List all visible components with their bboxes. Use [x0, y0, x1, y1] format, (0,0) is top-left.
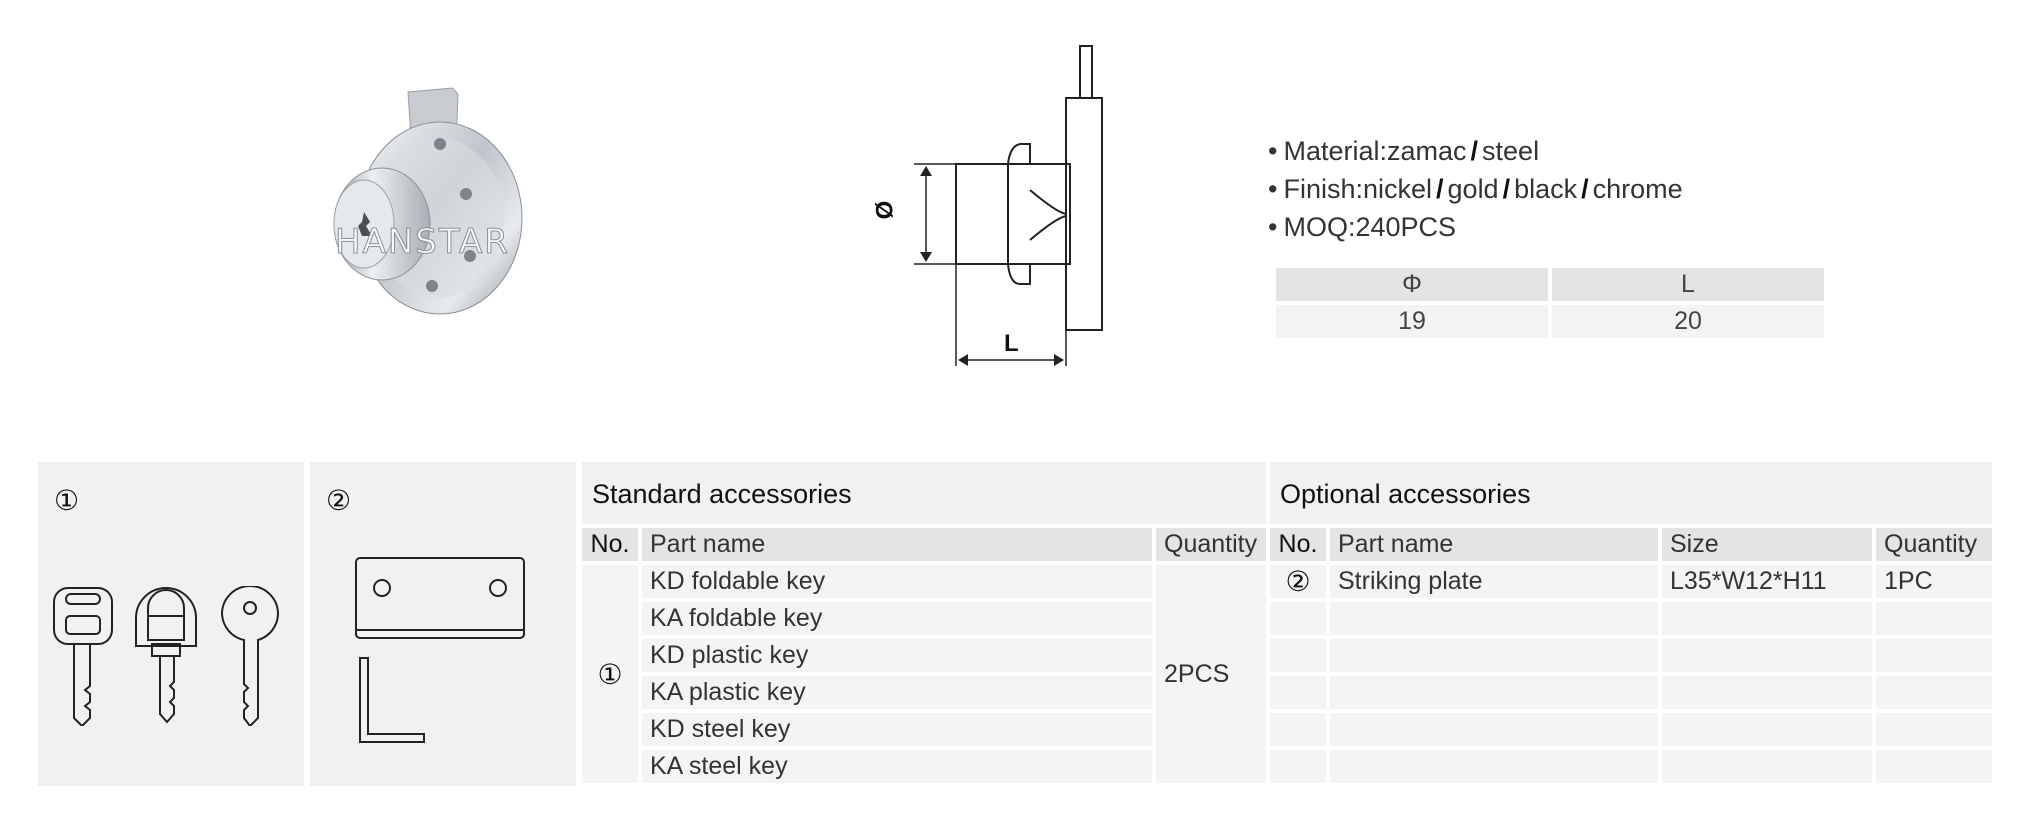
column-header-size: Size — [1662, 528, 1872, 561]
empty-cell — [1662, 750, 1872, 783]
watermark-text: HANSTAR — [335, 222, 510, 263]
keys-illustration-icon — [53, 586, 280, 726]
part-name-cell: Striking plate — [1330, 565, 1658, 598]
column-header-part-name: Part name — [642, 528, 1152, 561]
column-header-quantity: Quantity — [1876, 528, 1992, 561]
empty-cell — [1876, 602, 1992, 635]
striking-plate-icon — [355, 557, 525, 743]
column-header-part-name: Part name — [1330, 528, 1658, 561]
standard-accessories-title: Standard accessories — [582, 462, 1266, 524]
part-name-cell: KD steel key — [642, 713, 1152, 746]
column-header-no: No. — [1270, 528, 1326, 561]
length-label: L — [1004, 330, 1019, 357]
technical-drawing — [914, 45, 1103, 366]
group-quantity: 2PCS — [1156, 565, 1266, 783]
standard-accessories-table: No. Part name Quantity ① KD foldable key… — [582, 528, 1266, 783]
part-name-cell: KA plastic key — [642, 676, 1152, 709]
empty-cell — [1662, 602, 1872, 635]
empty-cell — [1330, 602, 1658, 635]
empty-cell — [1662, 639, 1872, 672]
spec-list: •Material:zamac/steel •Finish:nickel/gol… — [1268, 132, 1683, 246]
optional-accessories-table: No. Part name Size Quantity ② Striking p… — [1270, 528, 1992, 783]
column-header-quantity: Quantity — [1156, 528, 1266, 561]
standard-accessories: Standard accessories No. Part name Quant… — [582, 462, 1266, 786]
empty-cell — [1330, 750, 1658, 783]
empty-cell — [1330, 713, 1658, 746]
empty-cell — [1270, 676, 1326, 709]
spec-finish: •Finish:nickel/gold/black/chrome — [1268, 174, 1683, 204]
row-number: ② — [1270, 565, 1326, 598]
empty-cell — [1270, 750, 1326, 783]
empty-cell — [1330, 676, 1658, 709]
size-cell: L35*W12*H11 — [1662, 565, 1872, 598]
empty-cell — [1876, 676, 1992, 709]
empty-cell — [1270, 602, 1326, 635]
dim-value-phi: 19 — [1276, 305, 1548, 338]
dim-header-l: L — [1552, 268, 1824, 301]
part-name-cell: KD foldable key — [642, 565, 1152, 598]
optional-accessories: Optional accessories No. Part name Size … — [1270, 462, 1992, 786]
empty-cell — [1662, 713, 1872, 746]
part-name-cell: KA foldable key — [642, 602, 1152, 635]
empty-cell — [1876, 713, 1992, 746]
empty-cell — [1330, 639, 1658, 672]
plate-panel: ② — [310, 462, 576, 786]
dimension-table: Φ L 19 20 — [1272, 264, 1828, 342]
keys-panel: ① — [38, 462, 304, 786]
empty-cell — [1270, 639, 1326, 672]
quantity-cell: 1PC — [1876, 565, 1992, 598]
part-name-cell: KA steel key — [642, 750, 1152, 783]
empty-cell — [1876, 639, 1992, 672]
spec-material: •Material:zamac/steel — [1268, 136, 1540, 166]
group-number: ① — [582, 565, 638, 783]
optional-accessories-title: Optional accessories — [1270, 462, 1992, 524]
empty-cell — [1662, 676, 1872, 709]
keys-marker: ① — [54, 485, 80, 516]
part-name-cell: KD plastic key — [642, 639, 1152, 672]
empty-cell — [1270, 713, 1326, 746]
spec-moq: •MOQ:240PCS — [1268, 212, 1457, 242]
dim-value-l: 20 — [1552, 305, 1824, 338]
plate-marker: ② — [326, 485, 352, 516]
dim-header-phi: Φ — [1276, 268, 1548, 301]
product-photo — [333, 87, 523, 315]
empty-cell — [1876, 750, 1992, 783]
column-header-no: No. — [582, 528, 638, 561]
diameter-label: Ø — [871, 200, 899, 220]
